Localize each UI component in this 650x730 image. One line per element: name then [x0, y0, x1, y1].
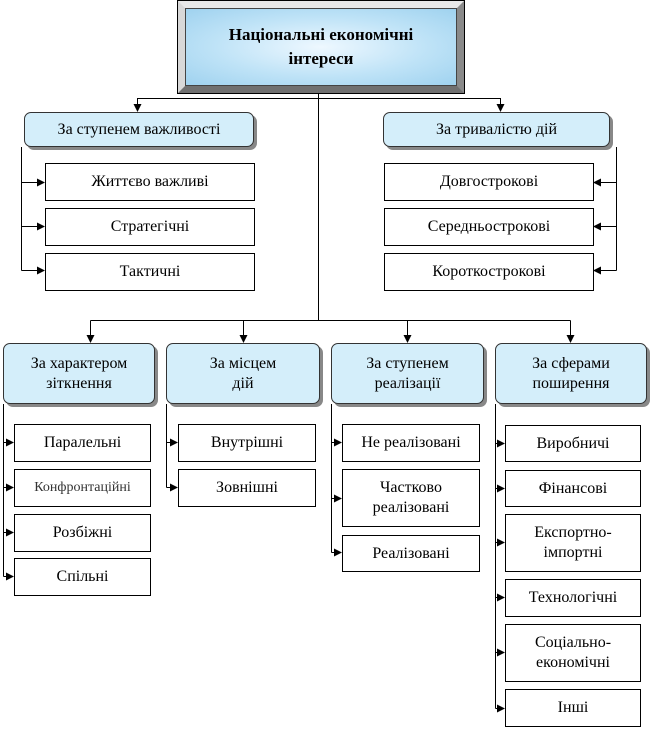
root-title-line1: Національні економічні — [228, 25, 414, 44]
item-vital: Життєво важливі — [45, 163, 255, 201]
item-parallel: Паралельні — [14, 424, 151, 462]
item-tactical: Тактичні — [45, 253, 255, 291]
item-other: Інші — [505, 689, 641, 727]
item-short-term: Короткострокові — [384, 253, 594, 291]
root-node: Національні економічні інтереси — [177, 0, 465, 94]
item-technological: Технологічні — [505, 579, 641, 617]
item-medium-term: Середньострокові — [384, 208, 594, 246]
item-divergent: Розбіжні — [14, 514, 151, 552]
item-export-import: Експортно-імпортні — [505, 514, 641, 572]
category-duration: За тривалістю дій — [383, 112, 610, 147]
item-strategic: Стратегічні — [45, 208, 255, 246]
category-importance: За ступенем важливості — [24, 112, 254, 147]
item-common: Спільні — [14, 558, 151, 596]
item-external: Зовнішні — [178, 469, 316, 507]
item-financial: Фінансові — [505, 470, 641, 507]
item-internal: Внутрішні — [178, 424, 316, 462]
item-realized: Реалізовані — [342, 535, 480, 572]
item-long-term: Довгострокові — [384, 163, 594, 201]
item-production: Виробничі — [505, 425, 641, 462]
item-socio-economic: Соціально-економічні — [505, 624, 641, 682]
item-confrontational: Конфронтаційні — [14, 469, 151, 507]
item-not-realized: Не реалізовані — [342, 424, 480, 462]
root-title-line2: інтереси — [288, 49, 354, 68]
